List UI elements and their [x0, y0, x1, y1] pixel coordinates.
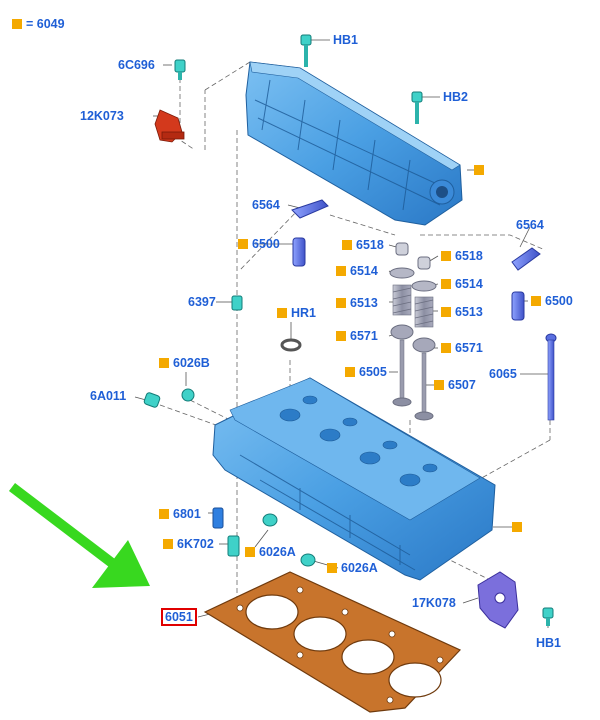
label-text: 6571	[455, 341, 483, 355]
label-6518-right[interactable]: 6518	[441, 249, 483, 263]
label-text: 6518	[455, 249, 483, 263]
green-arrow-icon	[8, 483, 150, 588]
square-marker-icon	[441, 307, 451, 317]
label-6500-right[interactable]: 6500	[531, 294, 573, 308]
square-marker-icon	[512, 522, 522, 532]
label-text: 6026B	[173, 356, 210, 370]
cylinder-head	[212, 377, 496, 581]
legend-text: = 6049	[26, 17, 65, 31]
label-text: 6507	[448, 378, 476, 392]
square-marker-icon	[345, 367, 355, 377]
label-6564-left[interactable]: 6564	[252, 198, 280, 212]
label-6571-left[interactable]: 6571	[336, 329, 378, 343]
label-12K073[interactable]: 12K073	[80, 109, 124, 123]
label-text: 6514	[350, 264, 378, 278]
square-marker-icon	[336, 331, 346, 341]
label-6C696[interactable]: 6C696	[118, 58, 155, 72]
label-6A011[interactable]: 6A011	[90, 389, 127, 403]
label-text: 6500	[545, 294, 573, 308]
label-text: 6513	[350, 296, 378, 310]
label-HB1-top[interactable]: HB1	[333, 33, 359, 47]
square-marker-icon	[441, 251, 451, 261]
label-6065[interactable]: 6065	[489, 367, 517, 381]
square-marker-icon	[434, 380, 444, 390]
square-marker-icon	[531, 296, 541, 306]
label-6564-right[interactable]: 6564	[516, 218, 544, 232]
label-17K078[interactable]: 17K078	[412, 596, 456, 610]
small-parts	[143, 295, 316, 567]
square-marker-icon	[327, 563, 337, 573]
label-6397[interactable]: 6397	[188, 295, 216, 309]
square-marker-icon	[12, 19, 22, 29]
square-marker-icon	[441, 343, 451, 353]
cylinder-head-gasket	[203, 571, 462, 713]
label-text: 6801	[173, 507, 201, 521]
label-6500-left[interactable]: 6500	[238, 237, 280, 251]
rocker-arms	[291, 199, 541, 271]
square-marker-icon	[336, 266, 346, 276]
label-HB1-bottom[interactable]: HB1	[536, 636, 562, 650]
lash-adjusters	[292, 237, 525, 321]
square-marker-icon	[159, 509, 169, 519]
label-6518-left[interactable]: 6518	[342, 238, 384, 252]
label-6513-left[interactable]: 6513	[336, 296, 378, 310]
label-text: 6518	[356, 238, 384, 252]
label-text: 6514	[455, 277, 483, 291]
marker-head	[512, 520, 526, 534]
label-6571-right[interactable]: 6571	[441, 341, 483, 355]
label-text: 6571	[350, 329, 378, 343]
label-6051-highlighted[interactable]: 6051	[161, 608, 197, 626]
square-marker-icon	[238, 239, 248, 249]
square-marker-icon	[159, 358, 169, 368]
sensor-part	[154, 109, 185, 143]
square-marker-icon	[441, 279, 451, 289]
label-text: HR1	[291, 306, 317, 320]
square-marker-icon	[342, 240, 352, 250]
label-text: 6513	[455, 305, 483, 319]
label-6026A-right[interactable]: 6026A	[327, 561, 378, 575]
label-6513-right[interactable]: 6513	[441, 305, 483, 319]
label-6026A-left[interactable]: 6026A	[245, 545, 296, 559]
label-text: 6026A	[259, 545, 296, 559]
bolts	[174, 34, 557, 626]
label-text: 6026A	[341, 561, 378, 575]
label-text: 6505	[359, 365, 387, 379]
label-6801[interactable]: 6801	[159, 507, 201, 521]
square-marker-icon	[474, 165, 484, 175]
label-6514-left[interactable]: 6514	[336, 264, 378, 278]
label-6026B[interactable]: 6026B	[159, 356, 210, 370]
square-marker-icon	[336, 298, 346, 308]
label-6505[interactable]: 6505	[345, 365, 387, 379]
label-HR1[interactable]: HR1	[277, 306, 316, 320]
square-marker-icon	[277, 308, 287, 318]
marker-camshaft	[474, 163, 488, 177]
bracket-part	[477, 571, 519, 629]
legend: = 6049	[12, 17, 65, 31]
square-marker-icon	[163, 539, 173, 549]
label-text: 6500	[252, 237, 280, 251]
label-text: 6K702	[177, 537, 214, 551]
valve-train	[389, 242, 437, 421]
camshaft-carrier	[245, 61, 463, 226]
label-6K702[interactable]: 6K702	[163, 537, 214, 551]
label-6507[interactable]: 6507	[434, 378, 476, 392]
label-HB2[interactable]: HB2	[443, 90, 469, 104]
square-marker-icon	[245, 547, 255, 557]
label-6514-right[interactable]: 6514	[441, 277, 483, 291]
